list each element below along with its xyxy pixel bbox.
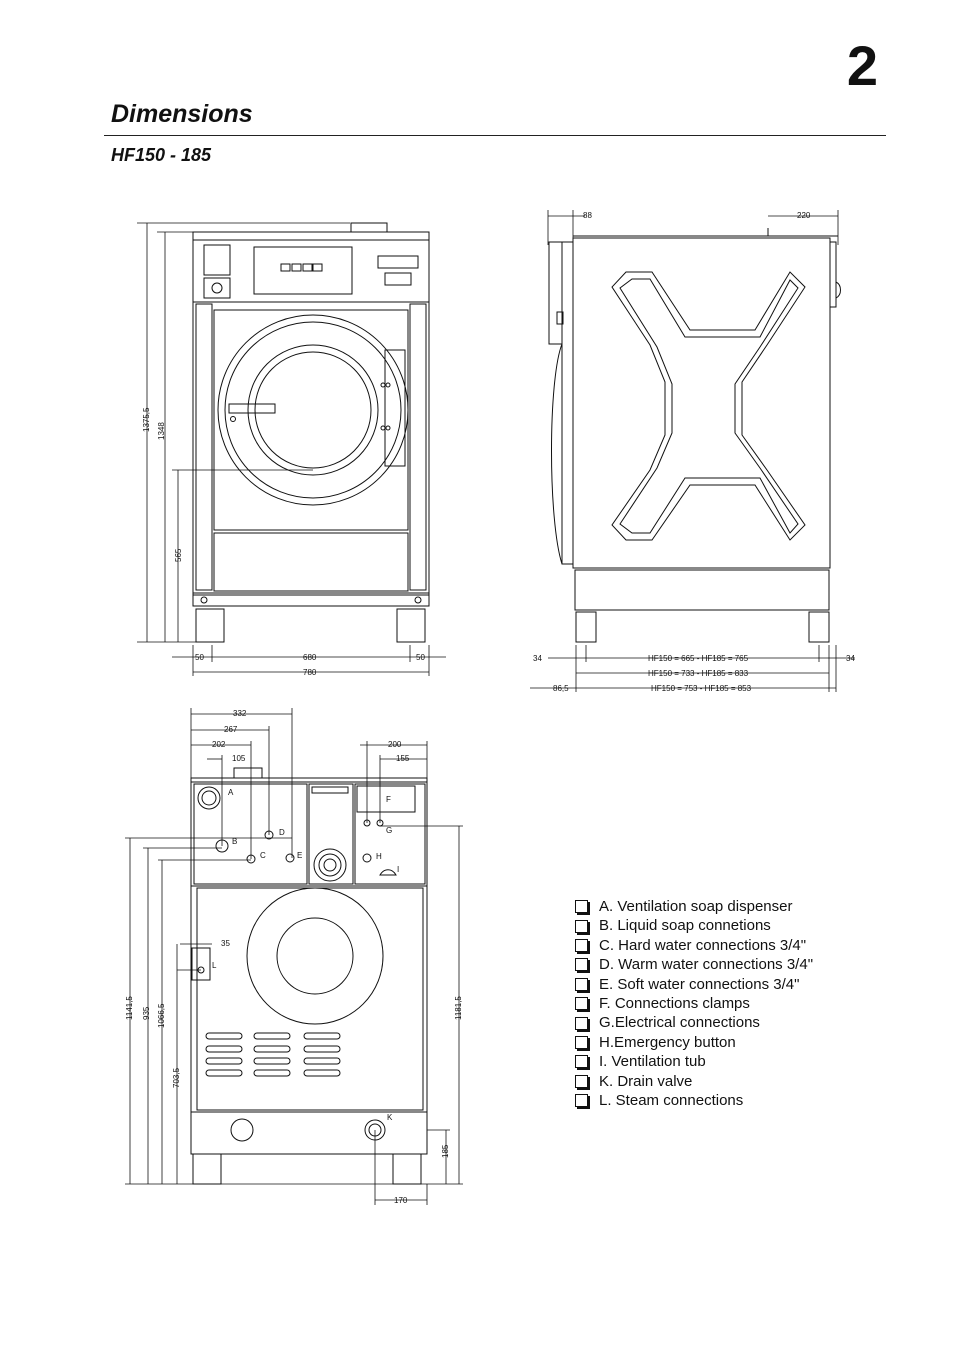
legend-item: G.Electrical connections (575, 1013, 813, 1032)
dim-left-margin: 50 (195, 653, 204, 662)
dim-height-door: 565 (174, 548, 183, 562)
callout-d: D (279, 828, 285, 837)
callout-h: H (376, 852, 382, 861)
dim-total-width: 780 (303, 668, 317, 677)
checkbox-icon (575, 1016, 588, 1030)
dim-332: 332 (233, 709, 247, 718)
dim-703: 703,5 (172, 1067, 181, 1088)
dim-top-left: 88 (583, 211, 592, 220)
legend-text: G.Electrical connections (599, 1014, 760, 1032)
checkbox-icon (575, 1074, 588, 1088)
dim-267: 267 (224, 725, 238, 734)
checkbox-icon (575, 1055, 588, 1069)
callout-b: B (232, 837, 237, 846)
rear-view-dimensions (125, 708, 463, 1205)
dim-depth-mid: HF150 = 733 - HF185 = 833 (648, 669, 749, 678)
dim-side-left: 34 (533, 654, 542, 663)
legend-item: C. Hard water connections 3/4" (575, 936, 813, 955)
front-view-drawing (192, 222, 430, 643)
dim-right-margin: 50 (416, 653, 425, 662)
callout-g: G (386, 826, 392, 835)
callout-f: F (386, 795, 391, 804)
callout-i: I (397, 865, 399, 874)
dim-height-total: 1375,5 (142, 407, 151, 432)
rear-view-drawing (190, 767, 428, 1185)
legend-text: K. Drain valve (599, 1072, 693, 1090)
dim-202: 202 (212, 740, 226, 749)
side-view-drawing (548, 228, 841, 643)
legend-item: K. Drain valve (575, 1072, 813, 1091)
chapter-number: 2 (846, 34, 878, 97)
dim-35: 35 (221, 939, 230, 948)
legend-item: I. Ventilation tub (575, 1052, 813, 1071)
page-title: Dimensions (111, 100, 253, 128)
checkbox-icon (575, 900, 588, 914)
legend-item: H.Emergency button (575, 1033, 813, 1052)
dim-top-right: 220 (797, 211, 811, 220)
vent-grilles (205, 1032, 341, 1077)
side-view-dimensions (530, 210, 855, 692)
component-legend: A. Ventilation soap dispenser B. Liquid … (575, 897, 813, 1110)
legend-text: L. Steam connections (599, 1091, 744, 1109)
checkbox-icon (575, 1094, 588, 1108)
legend-text: A. Ventilation soap dispenser (599, 898, 793, 915)
callout-e: E (297, 851, 302, 860)
dim-200: 200 (388, 740, 402, 749)
dim-side-extra: 86,5 (553, 684, 569, 693)
checkbox-icon (575, 1035, 588, 1049)
dim-185: 185 (441, 1144, 450, 1158)
checkbox-icon (575, 997, 588, 1011)
legend-item: F. Connections clamps (575, 994, 813, 1013)
dim-depth-total: HF150 = 753 - HF185 = 853 (651, 684, 752, 693)
checkbox-icon (575, 958, 588, 972)
callout-k: K (387, 1113, 393, 1122)
legend-item: E. Soft water connections 3/4" (575, 975, 813, 994)
legend-text: I. Ventilation tub (599, 1053, 706, 1071)
legend-item: L. Steam connections (575, 1091, 813, 1110)
checkbox-icon (575, 977, 588, 991)
front-view-dimensions (137, 222, 446, 676)
callout-c: C (260, 851, 266, 860)
dim-935: 935 (142, 1006, 151, 1020)
legend-item: D. Warm water connections 3/4" (575, 955, 813, 974)
checkbox-icon (575, 938, 588, 952)
dim-105: 105 (232, 754, 246, 763)
legend-item: B. Liquid soap connetions (575, 916, 813, 935)
dim-side-right: 34 (846, 654, 855, 663)
legend-text: D. Warm water connections 3/4" (599, 956, 814, 974)
dim-1141: 1141,5 (125, 996, 134, 1020)
legend-text: H.Emergency button (599, 1033, 736, 1051)
callout-l: L (212, 961, 217, 970)
legend-text: F. Connections clamps (599, 994, 750, 1012)
side-view-labels: 88 220 34 34 HF150 = 665 - HF185 = 765 H… (533, 211, 855, 693)
model-subtitle: HF150 - 185 (111, 145, 212, 165)
dim-170: 170 (394, 1196, 408, 1205)
callout-a: A (228, 788, 234, 797)
dim-1066: 1066,5 (157, 1003, 166, 1028)
legend-text: B. Liquid soap connetions (599, 917, 771, 935)
legend-text: C. Hard water connections 3/4" (599, 936, 807, 954)
dim-inner-width: 680 (303, 653, 317, 662)
dim-155: 155 (396, 754, 410, 763)
legend-text: E. Soft water connections 3/4" (599, 975, 800, 993)
rear-view-labels: 332 267 202 105 200 155 35 1141,5 935 10… (125, 709, 463, 1205)
legend-item: A. Ventilation soap dispenser (575, 897, 813, 916)
checkbox-icon (575, 919, 588, 933)
dim-height-body: 1348 (157, 422, 166, 440)
dim-1181: 1181,5 (454, 996, 463, 1020)
dim-depth-inner: HF150 = 665 - HF185 = 765 (648, 654, 749, 663)
front-view-labels: 1375,5 1348 565 50 680 50 780 (142, 407, 425, 677)
title-rule (104, 135, 886, 136)
